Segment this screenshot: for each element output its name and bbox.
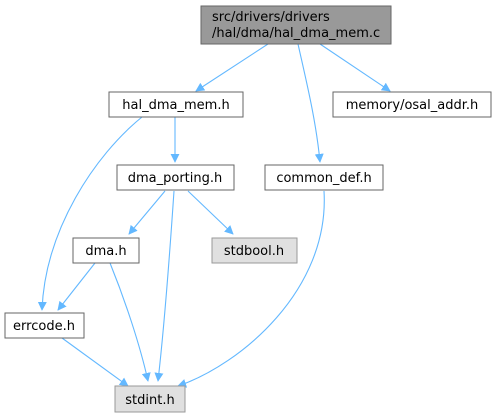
node-stdint-h[interactable]: stdint.h (114, 385, 186, 413)
node-errcode-h-label: errcode.h (13, 319, 75, 334)
node-errcode-h-box (4, 312, 85, 339)
edge-dma-h-to-stdint-h (109, 262, 151, 382)
node-common-def-h[interactable]: common_def.h (264, 164, 384, 191)
node-osal-addr-h-label: memory/osal_addr.h (346, 98, 479, 113)
node-errcode-h[interactable]: errcode.h (4, 312, 85, 339)
edge-dma-porting-h-to-dma-h (128, 190, 166, 235)
edges (37, 43, 391, 388)
node-dma-h-box (72, 237, 140, 264)
node-dma-porting-h-box (116, 164, 235, 191)
edge-main-to-common-def-h (297, 43, 324, 163)
node-hal-dma-mem-c-box (200, 5, 392, 45)
node-hal-dma-mem-h-box (108, 91, 244, 118)
node-common-def-h-box (264, 164, 384, 191)
node-stdbool-h[interactable]: stdbool.h (211, 237, 298, 264)
edge-common-def-h-to-stdint-h (177, 190, 325, 388)
node-dma-porting-h[interactable]: dma_porting.h (116, 164, 235, 191)
node-dma-h[interactable]: dma.h (72, 237, 140, 264)
node-hal-dma-mem-h[interactable]: hal_dma_mem.h (108, 91, 244, 118)
node-stdbool-h-box (211, 237, 298, 264)
node-stdint-h-label: stdint.h (125, 393, 174, 408)
edge-dma-h-to-errcode-h (57, 262, 96, 311)
edge-main-to-hal-dma-mem-h (195, 43, 269, 92)
edge-dma-porting-h-to-stdbool-h (187, 190, 234, 235)
node-common-def-h-label: common_def.h (276, 171, 371, 186)
node-hal-dma-mem-c-label-line1: src/drivers/drivers (212, 10, 330, 25)
node-dma-h-label: dma.h (85, 244, 126, 259)
node-stdbool-h-label: stdbool.h (224, 244, 284, 259)
edge-errcode-h-to-stdint-h (61, 337, 129, 387)
node-dma-porting-h-label: dma_porting.h (128, 171, 223, 186)
node-osal-addr-h-box (332, 91, 492, 118)
node-hal-dma-mem-c-label-line2: /hal/dma/hal_dma_mem.c (212, 26, 380, 41)
node-osal-addr-h[interactable]: memory/osal_addr.h (332, 91, 492, 118)
node-hal-dma-mem-h-label: hal_dma_mem.h (122, 98, 229, 113)
edge-dma-porting-h-to-stdint-h (154, 190, 175, 382)
node-stdint-h-box (114, 385, 186, 413)
edge-main-to-osal-addr-h (319, 43, 391, 92)
edge-hal-dma-mem-h-to-errcode-h (37, 116, 143, 311)
node-hal-dma-mem-c[interactable]: src/drivers/drivers /hal/dma/hal_dma_mem… (200, 5, 392, 45)
